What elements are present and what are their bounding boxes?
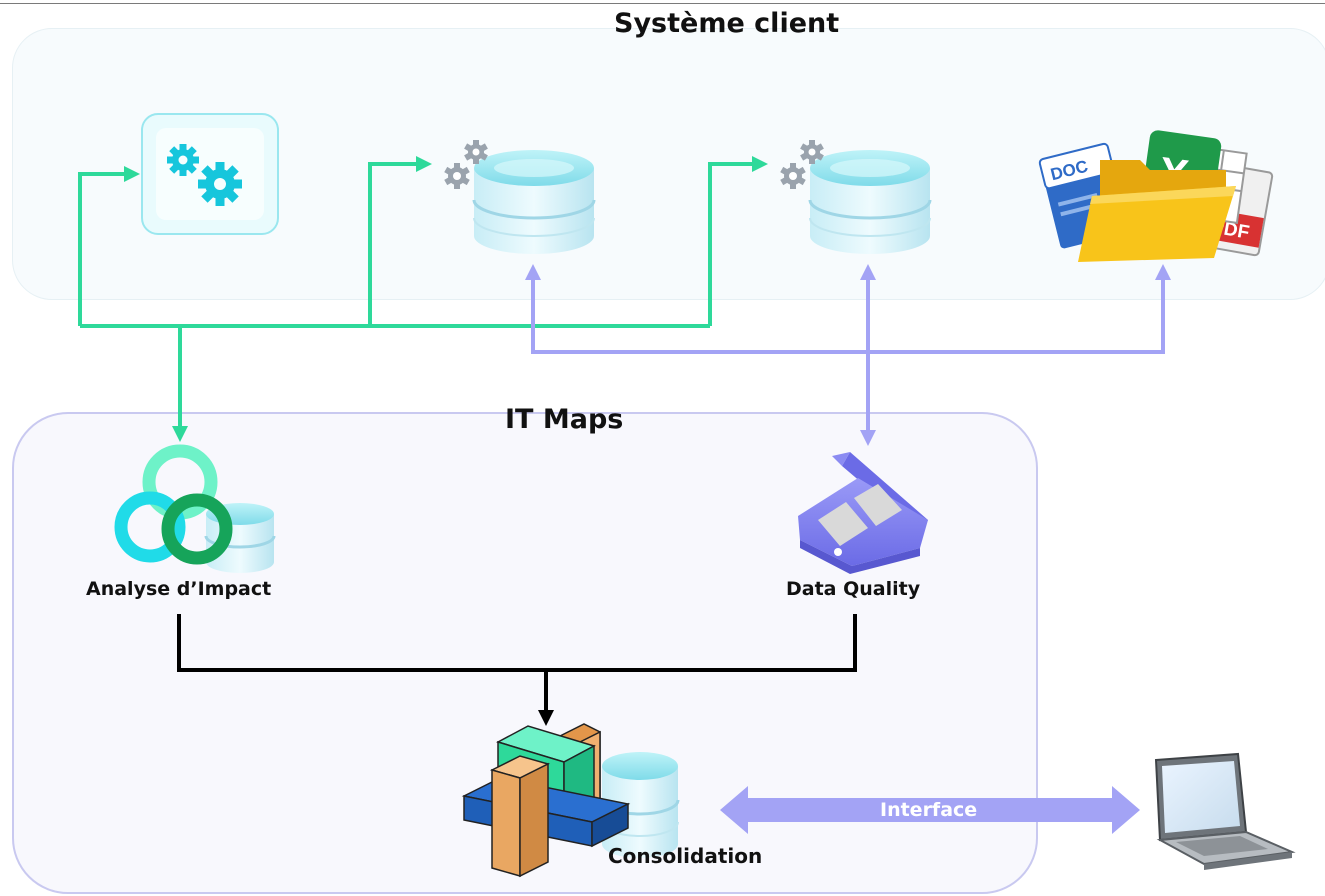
top-divider xyxy=(0,3,1325,4)
database-icon xyxy=(808,150,932,254)
puzzle-cube-icon xyxy=(461,723,680,878)
black-connectors xyxy=(177,614,857,712)
green-link-to-gears xyxy=(78,172,126,326)
laptop-icon xyxy=(1154,752,1296,870)
rings-icon xyxy=(114,444,276,573)
it-maps-title: IT Maps xyxy=(505,404,624,435)
interface-arrow xyxy=(720,786,1140,834)
green-link-to-database-2 xyxy=(708,162,754,326)
violet-arrowheads xyxy=(525,264,1171,446)
gears-icon xyxy=(141,113,279,235)
database-icon xyxy=(472,150,596,254)
documents-icon: DOC PDF X xyxy=(1038,130,1274,262)
green-connectors xyxy=(78,162,754,428)
violet-connectors xyxy=(531,278,1165,432)
data-quality-label: Data Quality xyxy=(786,578,921,600)
green-arrowheads xyxy=(124,156,768,442)
impact-analysis-label: Analyse d’Impact xyxy=(86,578,272,600)
violet-link-bus xyxy=(531,278,1165,354)
scanner-icon xyxy=(798,452,928,574)
black-arrowhead xyxy=(538,710,554,726)
interface-label: Interface xyxy=(880,799,978,821)
gear-small-icon xyxy=(444,140,488,189)
client-system-title: Système client xyxy=(614,8,840,39)
gear-small-icon xyxy=(780,140,824,189)
consolidation-label: Consolidation xyxy=(608,844,763,868)
green-link-to-database-1 xyxy=(368,162,418,326)
